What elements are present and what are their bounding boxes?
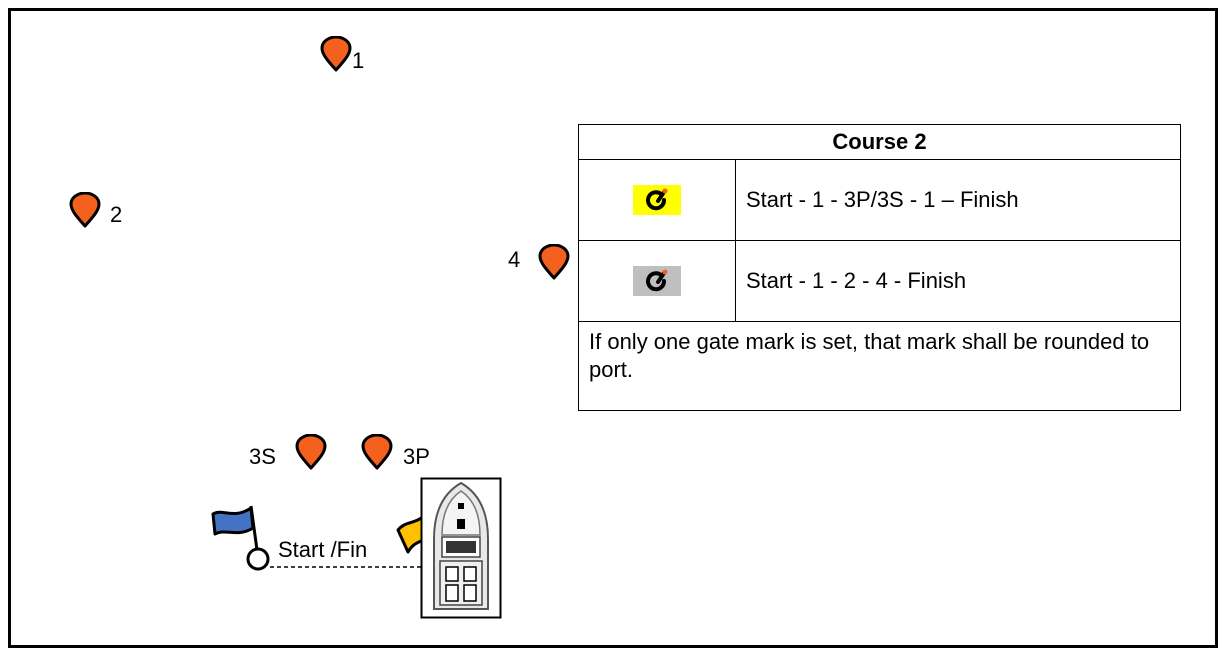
yellow-background-course-icon: [633, 185, 681, 215]
mark-3p-label: 3P: [403, 444, 430, 469]
course-row: Start - 1 - 2 - 4 - Finish: [578, 240, 1181, 322]
mark-2-icon: [69, 192, 101, 228]
mark-3p-icon: [361, 434, 393, 470]
mark-1-icon: [320, 36, 352, 72]
committee-boat-icon: [420, 477, 502, 619]
pin-end-buoy-icon: [246, 547, 270, 571]
mark-4-icon: [538, 244, 570, 280]
mark-2-label: 2: [110, 202, 123, 227]
course-description: Start - 1 - 2 - 4 - Finish: [735, 240, 1181, 322]
mark-3s-label: 3S: [249, 444, 276, 469]
mark-4-label: 4: [508, 247, 521, 272]
course-table: Course 2 Start - 1 - 3P/3S - 1 – Finish: [578, 124, 1181, 411]
mark-1-label: 1: [352, 48, 365, 73]
course-title: Course 2: [578, 124, 1181, 160]
start-finish-label: Start /Fin: [278, 537, 368, 562]
course-note: If only one gate mark is set, that mark …: [578, 321, 1181, 411]
course-description: Start - 1 - 3P/3S - 1 – Finish: [735, 159, 1181, 241]
blue-flag-icon: [211, 505, 259, 551]
gray-background-course-icon: [633, 266, 681, 296]
mark-3s-icon: [295, 434, 327, 470]
start-line: [270, 566, 434, 568]
course-row: Start - 1 - 3P/3S - 1 – Finish: [578, 159, 1181, 241]
